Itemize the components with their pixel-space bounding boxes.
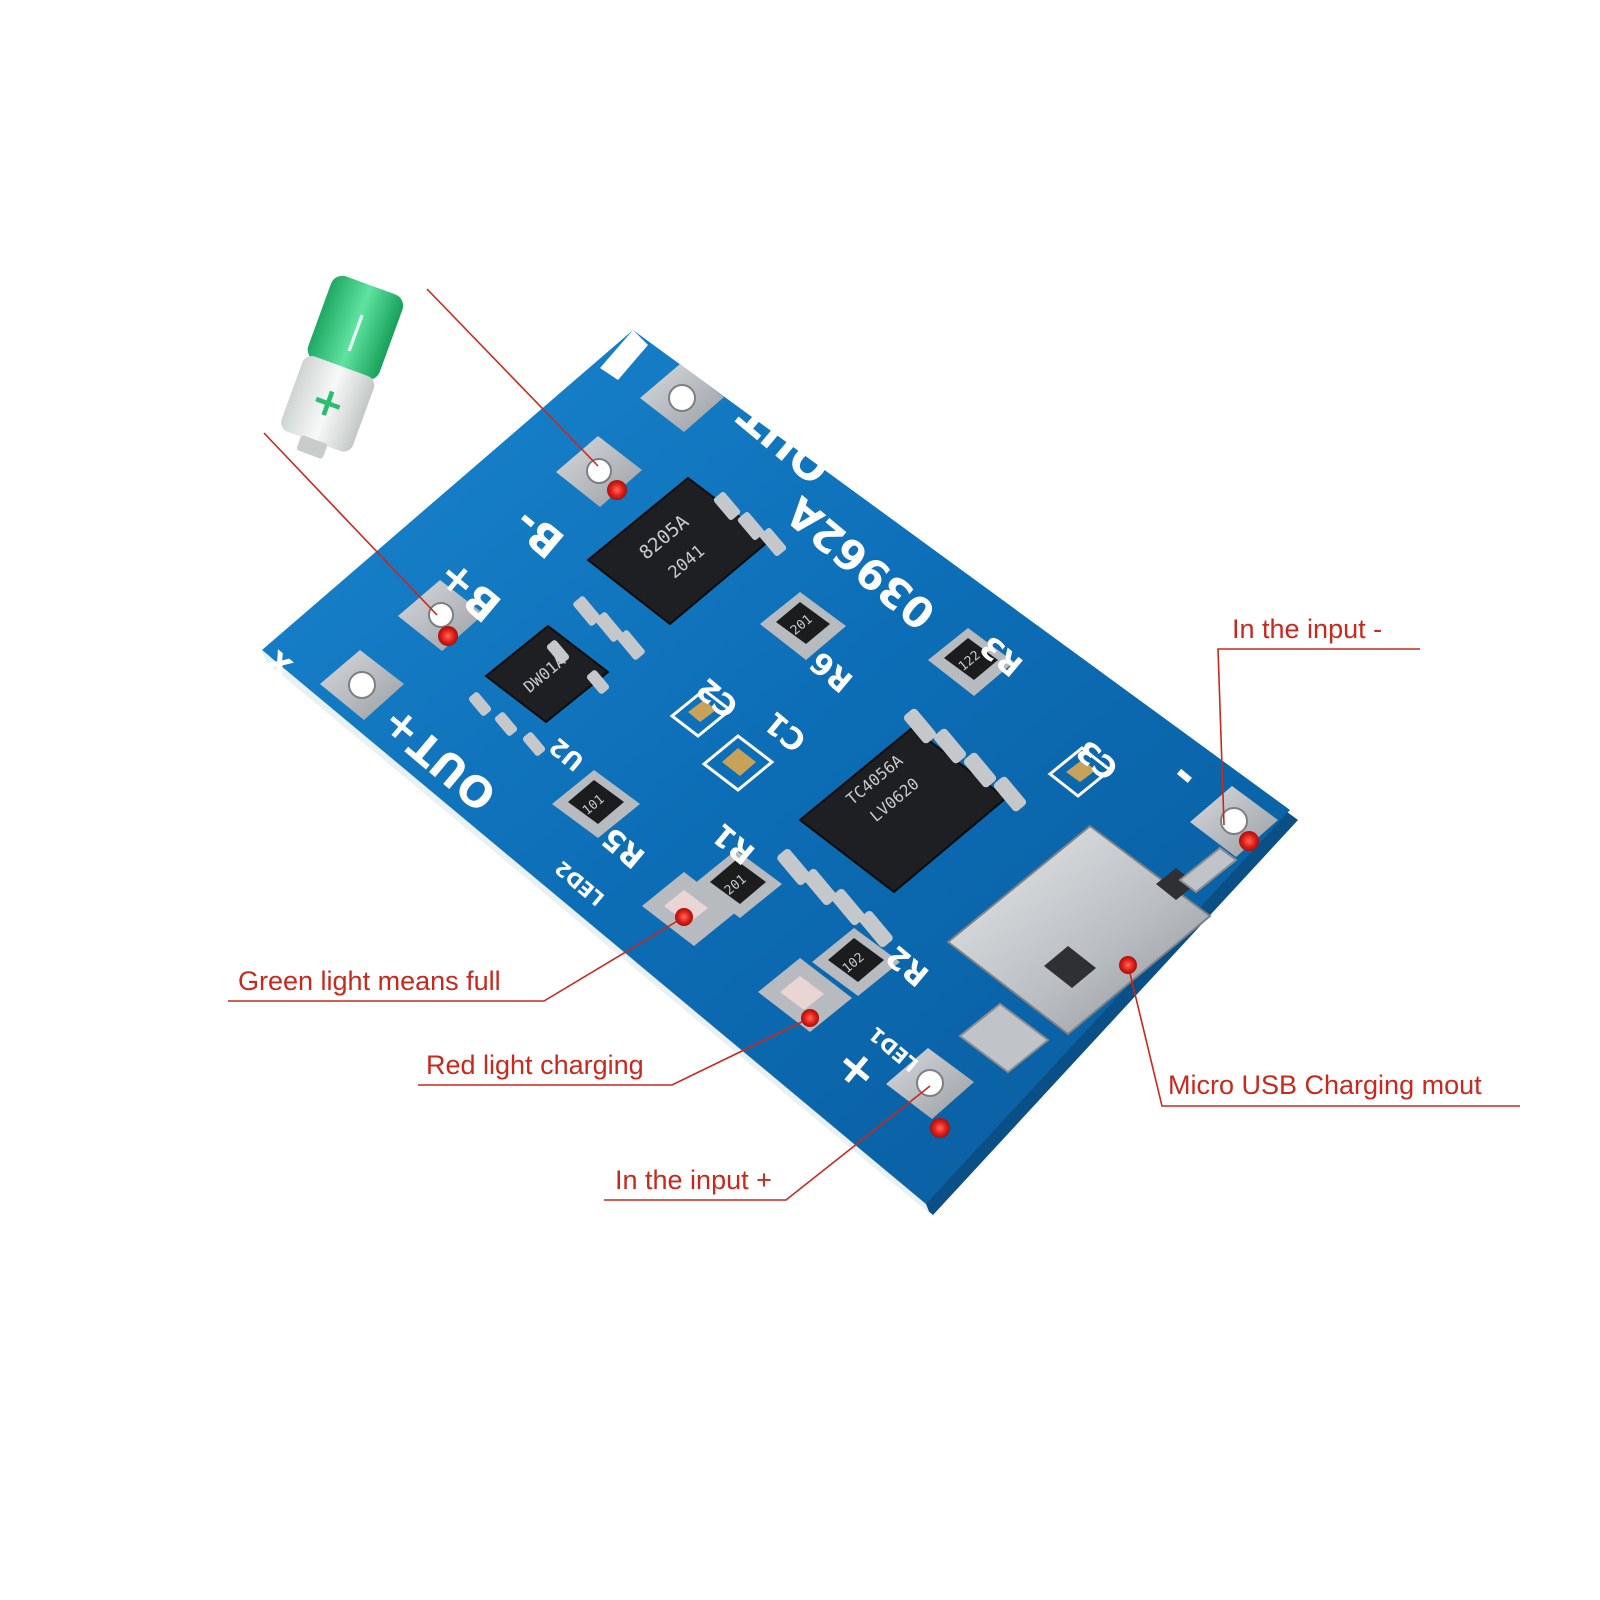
- pad-out-plus: [320, 650, 404, 720]
- resistor-r5: 101: [552, 770, 640, 838]
- charger-ic: TC4056A LV0620: [777, 708, 1027, 948]
- label-green-full: Green light means full: [238, 966, 501, 996]
- led1-red: [758, 958, 852, 1032]
- dot-b-plus: [438, 626, 458, 646]
- leader-battery-positive: [263, 432, 438, 616]
- dot-micro-usb: [1119, 956, 1137, 974]
- leader-battery-negative: [426, 288, 599, 467]
- label-input-plus: In the input +: [615, 1165, 772, 1195]
- dot-green-led: [675, 908, 693, 926]
- resistor-r6: 201: [760, 592, 846, 660]
- leader-micro-usb: [1127, 964, 1520, 1107]
- pad-input-plus: [886, 1048, 974, 1119]
- label-micro-usb: Micro USB Charging mout: [1168, 1070, 1482, 1100]
- capacitor-c1: [701, 734, 775, 792]
- label-red-charging: Red light charging: [426, 1050, 644, 1080]
- pad-out-minus: [640, 364, 724, 432]
- battery-icon: | +: [281, 275, 404, 459]
- dot-input-minus: [1239, 831, 1259, 851]
- micro-usb-port: [946, 824, 1238, 1074]
- dot-b-minus: [607, 480, 627, 500]
- dot-input-plus: [930, 1118, 950, 1138]
- led2-green: [642, 872, 736, 946]
- resistor-r1: 201: [694, 850, 782, 918]
- capacitor-c3: [1047, 746, 1113, 798]
- leader-input-plus: [604, 1085, 931, 1201]
- dot-red-led: [801, 1009, 819, 1027]
- capacitor-c2: [669, 688, 733, 738]
- leader-red-charging: [418, 1017, 811, 1086]
- pcb-board: OUT- 03962A B- B+ OUT+ x - + 8205A 2041: [258, 330, 1298, 1215]
- leader-input-minus: [1217, 648, 1420, 826]
- mosfet-chip: 8205A 2041: [573, 476, 787, 660]
- resistor-r3: 122: [928, 628, 1014, 696]
- callout-lines: [228, 288, 1520, 1201]
- protection-ic: DW01A: [468, 624, 610, 756]
- resistor-r2: 102: [812, 928, 900, 996]
- pad-b-minus: [556, 436, 642, 507]
- callout-dots: [438, 480, 1259, 1138]
- label-input-minus: In the input -: [1232, 614, 1382, 644]
- leader-green-full: [228, 916, 685, 1002]
